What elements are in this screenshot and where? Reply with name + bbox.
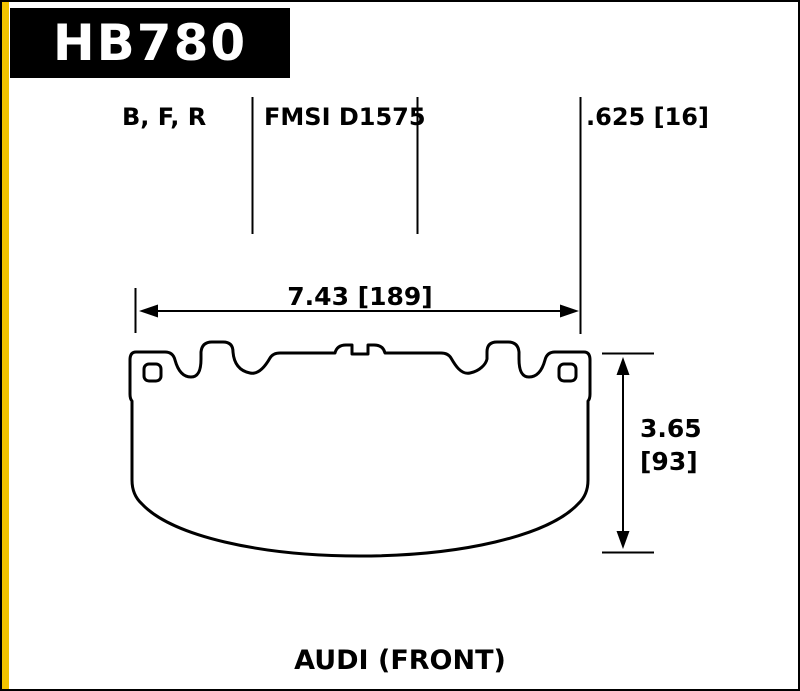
- part-number-box: HB780: [10, 8, 290, 78]
- pad-hole-left: [142, 362, 163, 383]
- width-dim-arrowhead-left: [139, 304, 158, 318]
- height-dim-arrowhead-top: [616, 357, 630, 375]
- accent-stripe: [2, 2, 9, 689]
- pad-hole-right: [557, 362, 578, 383]
- application-label: AUDI (FRONT): [294, 645, 506, 676]
- height-dimension-inches: 3.65: [640, 414, 702, 443]
- pad-outline: [128, 340, 592, 558]
- height-dimension-mm: [93]: [640, 447, 698, 476]
- width-dimension-label: 7.43 [189]: [287, 282, 433, 311]
- part-number: HB780: [52, 14, 248, 72]
- width-dim-arrowhead-right: [560, 304, 579, 318]
- height-dim-arrowhead-bottom: [616, 531, 630, 549]
- spec-fmsi: FMSI D1575: [264, 103, 426, 131]
- height-dimension-label: 3.65 [93]: [640, 412, 702, 478]
- spec-compounds: B, F, R: [122, 103, 207, 131]
- spec-thickness: .625 [16]: [586, 103, 709, 131]
